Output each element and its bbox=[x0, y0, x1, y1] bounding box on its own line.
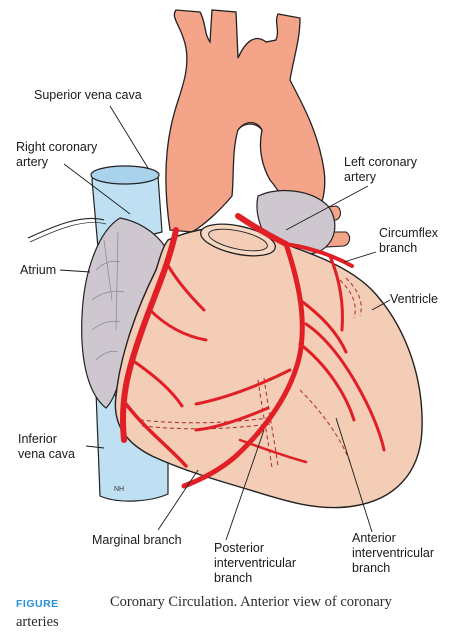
label-circumflex-line1: Circumflex bbox=[379, 226, 439, 240]
leader-lines bbox=[59, 105, 391, 541]
caption-text-line1: Coronary Circulation. Anterior view of c… bbox=[110, 594, 392, 610]
label-circumflex-line2: branch bbox=[379, 241, 418, 255]
lad-branch-4 bbox=[194, 406, 270, 432]
label-posterior-line1: Posterior bbox=[214, 541, 265, 555]
caption-text-line2: arteries bbox=[16, 614, 59, 630]
label-left-coronary-artery-line1: Left coronary bbox=[344, 155, 417, 169]
label-right-coronary-artery-line1: Right coronary bbox=[16, 140, 98, 154]
circumflex-branch-lower bbox=[328, 254, 344, 332]
marginal-branch-artery bbox=[130, 358, 184, 408]
lad-branch-1 bbox=[298, 298, 348, 354]
superior-vena-cava-opening bbox=[90, 165, 160, 185]
label-atrium: Atrium bbox=[20, 263, 57, 277]
label-ventricle: Ventricle bbox=[390, 292, 438, 306]
label-anterior-line1: Anterior bbox=[352, 531, 396, 545]
left-coronary-artery bbox=[235, 213, 289, 247]
aortic-arch-inner bbox=[237, 122, 263, 131]
label-inferior-vena-cava-line1: Inferior bbox=[18, 432, 57, 446]
lad-branch-2 bbox=[298, 342, 356, 422]
right-coronary-lower bbox=[124, 402, 188, 468]
aortic-root-inner bbox=[208, 228, 268, 252]
coronary-arteries bbox=[119, 213, 386, 489]
artist-initials: NH bbox=[114, 486, 125, 493]
label-anterior-line2: interventricular bbox=[352, 546, 434, 560]
circumflex-artery bbox=[284, 242, 354, 268]
right-coronary-branch-1 bbox=[164, 260, 206, 312]
label-left-coronary-artery-line2: artery bbox=[344, 170, 376, 184]
inferior-vena-cava bbox=[95, 385, 169, 502]
lad-branch-5 bbox=[304, 322, 386, 452]
label-right-coronary-artery-line2: artery bbox=[16, 155, 48, 169]
aorta bbox=[165, 9, 326, 233]
right-coronary-branch-2 bbox=[148, 308, 208, 342]
caption-tag: FIGURE bbox=[16, 598, 59, 610]
lad-branch-6 bbox=[238, 438, 308, 464]
label-marginal-branch: Marginal branch bbox=[92, 533, 182, 547]
label-superior-vena-cava: Superior vena cava bbox=[34, 88, 142, 102]
lad-branch-3 bbox=[194, 368, 292, 406]
label-inferior-vena-cava-line2: vena cava bbox=[18, 447, 75, 461]
label-anterior-line3: branch bbox=[352, 561, 391, 575]
label-posterior-line2: interventricular bbox=[214, 556, 296, 570]
catheter-line-inner bbox=[29, 222, 107, 243]
right-atrium-texture bbox=[91, 231, 125, 361]
catheter-line bbox=[27, 217, 105, 239]
label-posterior-line3: branch bbox=[214, 571, 253, 585]
